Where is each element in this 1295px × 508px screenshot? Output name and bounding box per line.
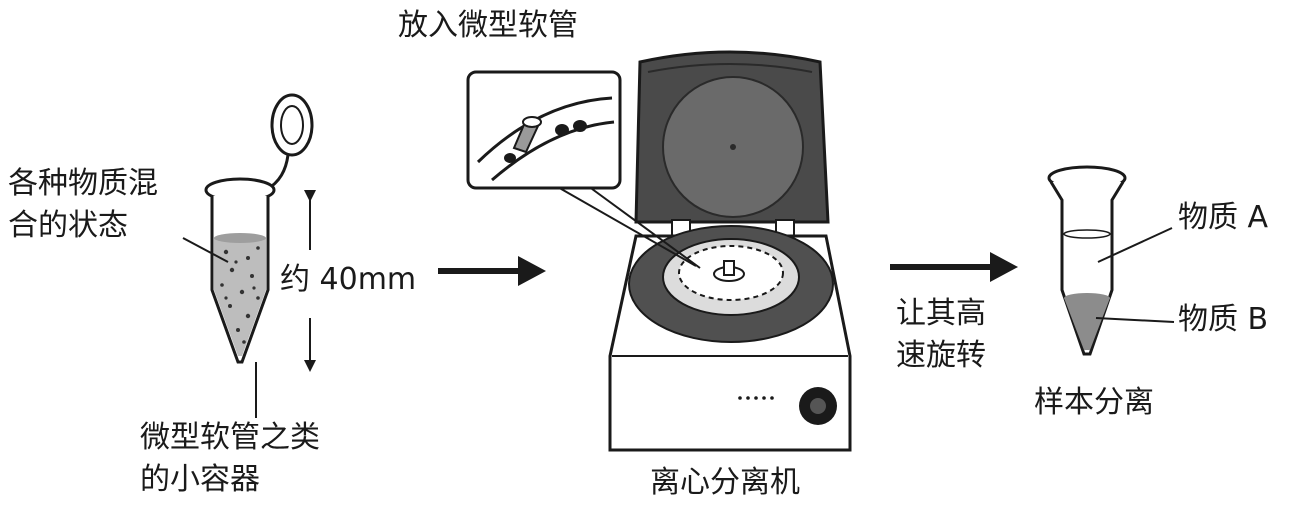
mixture-label-line2: 合的状态	[8, 208, 128, 243]
insert-tube-label: 放入微型软管	[398, 8, 578, 43]
substance-a-label: 物质 A	[1178, 200, 1269, 235]
zoom-callout-icon	[466, 70, 701, 269]
size-label: 约 40mm	[280, 262, 417, 297]
container-label-line1: 微型软管之类	[140, 420, 320, 455]
microtube-icon	[182, 93, 314, 418]
separated-tube-icon	[1047, 165, 1175, 356]
arrow-right-icon	[438, 256, 546, 286]
arrow-right-icon	[890, 252, 1018, 282]
spin-label-line1: 让其高	[896, 296, 986, 331]
centrifuge-label: 离心分离机	[650, 465, 800, 500]
mixture-label-line1: 各种物质混	[8, 166, 158, 201]
container-label-line2: 的小容器	[140, 462, 260, 497]
separation-label: 样本分离	[1034, 385, 1154, 420]
spin-label-line2: 速旋转	[896, 338, 986, 373]
substance-b-label: 物质 B	[1178, 302, 1269, 337]
centrifuge-icon	[608, 50, 852, 452]
